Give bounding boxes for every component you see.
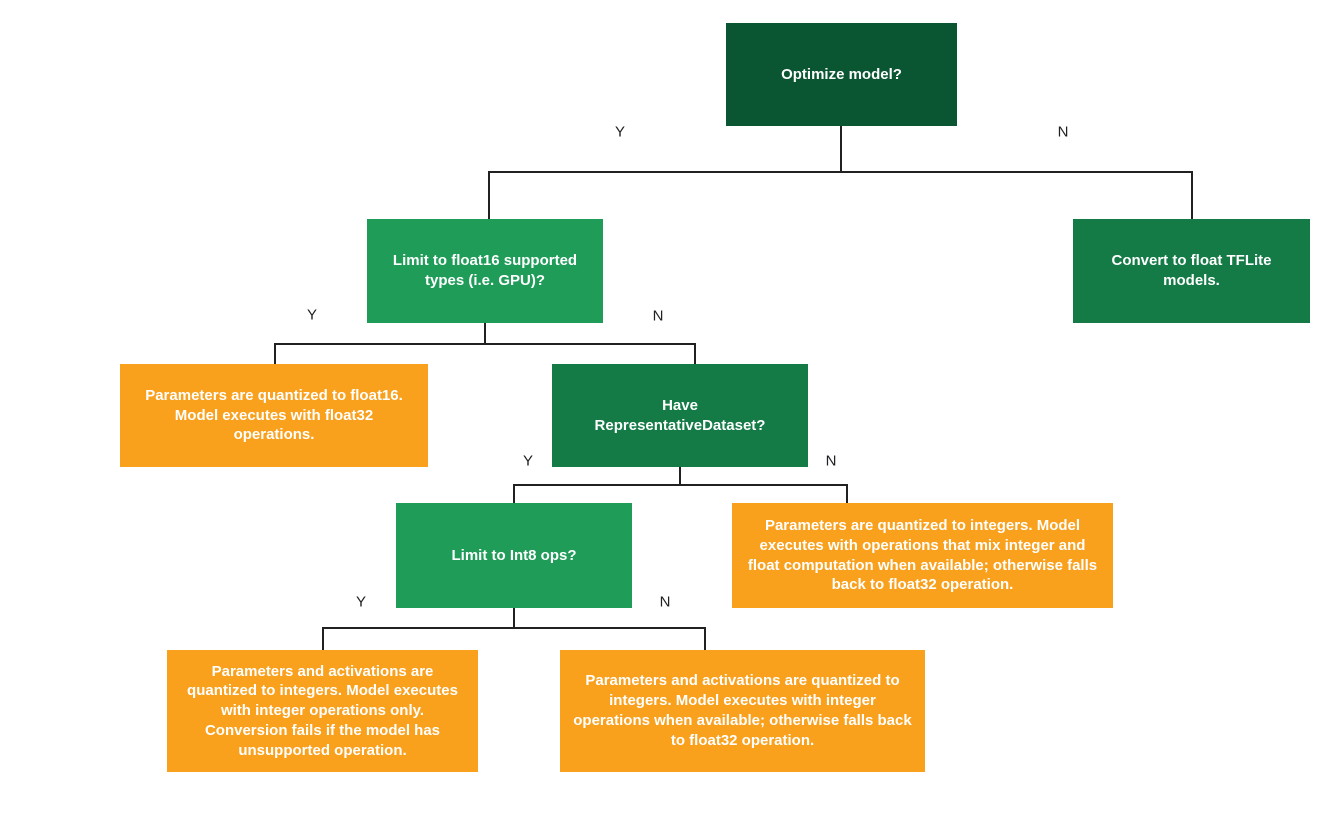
node-float16-result-label: Parameters are quantized to float16. Mod… <box>145 386 403 444</box>
connector <box>694 343 696 364</box>
node-integer-only-result-label: Parameters and activations are quantized… <box>187 662 458 759</box>
connector <box>484 323 486 345</box>
connector <box>322 627 706 629</box>
node-mixed-integer-float-result-label: Parameters are quantized to integers. Mo… <box>747 516 1098 594</box>
node-float16-result: Parameters are quantized to float16. Mod… <box>120 364 428 467</box>
connector <box>488 171 490 219</box>
node-limit-int8-ops: Limit to Int8 ops? <box>396 503 632 608</box>
branch-label-yes: Y <box>614 123 626 141</box>
branch-label-no: N <box>659 593 671 611</box>
connector <box>846 484 848 503</box>
node-limit-float16: Limit to float16 supported types (i.e. G… <box>367 219 603 323</box>
node-optimize-model-label: Optimize model? <box>781 65 902 83</box>
node-limit-float16-label: Limit to float16 supported types (i.e. G… <box>392 252 578 289</box>
connector <box>704 627 706 650</box>
node-integer-fallback-result: Parameters and activations are quantized… <box>560 650 925 772</box>
branch-label-no: N <box>1057 123 1069 141</box>
connector <box>679 467 681 486</box>
connector <box>513 484 515 503</box>
connector <box>513 484 848 486</box>
branch-label-yes: Y <box>522 452 534 470</box>
branch-label-yes: Y <box>355 593 367 611</box>
node-convert-float-tflite-label: Convert to float TFLite models. <box>1111 252 1272 289</box>
connector <box>513 608 515 629</box>
connector <box>274 343 696 345</box>
connector <box>488 171 1193 173</box>
branch-label-no: N <box>825 452 837 470</box>
node-have-representative-dataset: Have RepresentativeDataset? <box>552 364 808 467</box>
branch-label-no: N <box>652 307 664 325</box>
connector <box>1191 171 1193 219</box>
node-integer-fallback-result-label: Parameters and activations are quantized… <box>573 672 912 749</box>
node-integer-only-result: Parameters and activations are quantized… <box>167 650 478 772</box>
node-limit-int8-ops-label: Limit to Int8 ops? <box>451 546 577 564</box>
connector <box>274 343 276 364</box>
node-optimize-model: Optimize model? <box>726 23 957 126</box>
branch-label-yes: Y <box>306 306 318 324</box>
node-have-representative-dataset-label: Have RepresentativeDataset? <box>594 396 766 434</box>
connector <box>840 126 842 172</box>
node-convert-float-tflite: Convert to float TFLite models. <box>1073 219 1310 323</box>
node-mixed-integer-float-result: Parameters are quantized to integers. Mo… <box>732 503 1113 608</box>
connector <box>322 627 324 650</box>
